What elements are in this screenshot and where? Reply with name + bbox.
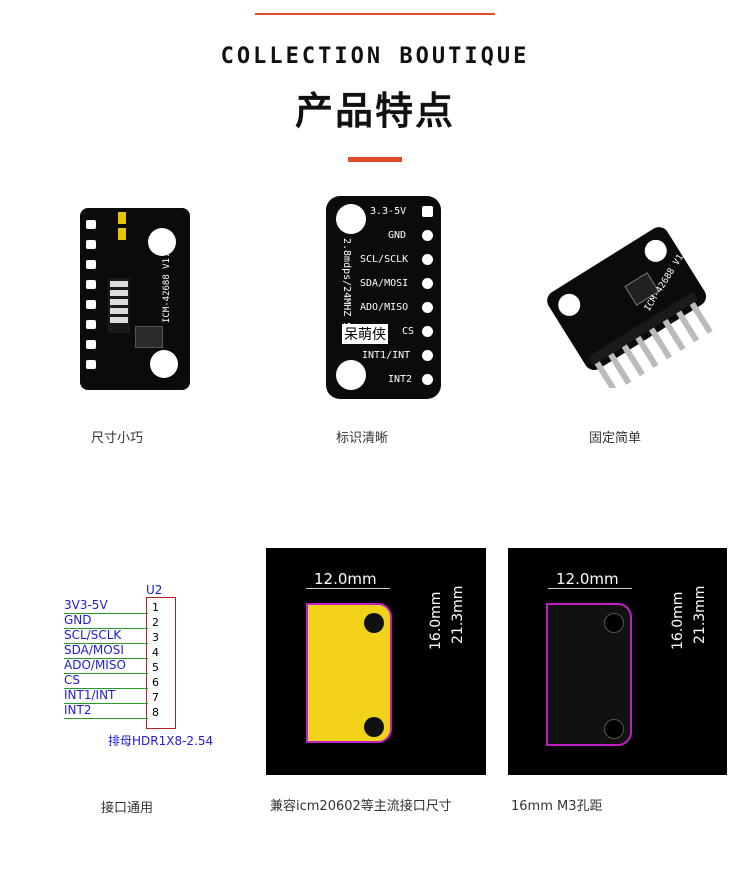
mount-hole	[336, 204, 366, 234]
capacitor	[118, 228, 126, 240]
board-3d-view: ICM-42688 V1.1	[535, 196, 715, 394]
pin-label: GND	[388, 230, 407, 241]
pin-label: SCL/SCLK	[360, 254, 409, 265]
net-label: GND	[64, 614, 148, 629]
sensor-chip	[135, 326, 163, 348]
pin-number: 6	[152, 676, 159, 689]
net-label: SDA/MOSI	[64, 644, 148, 659]
dim-width: 12.0mm	[314, 570, 377, 588]
pin-pad	[422, 230, 433, 241]
dim-length: 21.3mm	[692, 585, 708, 644]
accent-bar	[348, 157, 402, 162]
dim-length: 21.3mm	[450, 585, 466, 644]
dim-width: 12.0mm	[556, 570, 619, 588]
section-eyebrow: COLLECTION BOUTIQUE	[220, 44, 530, 69]
net-label: INT1/INT	[64, 689, 148, 704]
pin-pad	[86, 360, 96, 369]
schematic-ref: U2	[146, 583, 163, 597]
pin-pad	[86, 320, 96, 329]
dim-hole-spacing: 16.0mm	[428, 591, 444, 650]
feature-caption: 尺寸小巧	[91, 431, 144, 446]
pin-number: 7	[152, 691, 159, 704]
connector-schematic: U2 3V3-5V GND SCL/SCLK SDA/MOSI ADO/MISO…	[60, 583, 235, 748]
pin-pad	[86, 240, 96, 249]
feature-caption: 固定简单	[589, 431, 642, 446]
pin-pad	[86, 220, 96, 229]
pcb-layout-bottom: 12.0mm 16.0mm 21.3mm	[508, 548, 727, 775]
pin-number: 8	[152, 706, 159, 719]
net-label: CS	[64, 674, 148, 689]
pin-pad	[86, 300, 96, 309]
feature-caption: 接口通用	[101, 801, 154, 816]
pin-pad	[86, 280, 96, 289]
pin-number: 5	[152, 661, 159, 674]
pin-label: ADO/MISO	[360, 302, 409, 313]
connector-body	[146, 597, 176, 729]
pin-number: 1	[152, 601, 159, 614]
net-label: SCL/SCLK	[64, 629, 148, 644]
resistor-array	[108, 278, 130, 333]
mount-hole	[150, 350, 178, 378]
net-label: 3V3-5V	[64, 599, 148, 614]
pin-pad	[422, 326, 433, 337]
pin-pad	[86, 340, 96, 349]
capacitor	[118, 212, 126, 224]
board-label: ICM-42688 V1.1	[162, 247, 172, 323]
pcb-outline	[546, 603, 632, 746]
pin-pad	[422, 254, 433, 265]
pin-label: INT2	[388, 374, 413, 385]
dim-line	[548, 588, 632, 589]
pin-label: INT1/INT	[362, 350, 411, 361]
section-title: 产品特点	[294, 89, 455, 133]
dim-line	[306, 588, 390, 589]
part-number: 排母HDR1X8-2.54	[108, 734, 214, 748]
mount-hole	[148, 228, 176, 256]
pin-number-column: 1 2 3 4 5 6 7 8	[152, 601, 172, 721]
net-label: INT2	[64, 704, 148, 719]
pcb-outline	[306, 603, 392, 743]
top-rule	[255, 13, 495, 15]
pin-number: 3	[152, 631, 159, 644]
feature-caption: 兼容icm20602等主流接口尺寸	[270, 799, 452, 814]
feature-caption: 标识清晰	[336, 431, 389, 446]
pin-number: 4	[152, 646, 159, 659]
net-list: 3V3-5V GND SCL/SCLK SDA/MOSI ADO/MISO CS…	[64, 599, 148, 719]
board-pinout-view: 2.8mdps/24MHZ SPI 呆萌侠 3.3-5V GND SCL/SCL…	[326, 196, 441, 399]
pin-pad	[422, 302, 433, 313]
board-top-view: ICM-42688 V1.1	[80, 208, 190, 390]
pin-label: SDA/MOSI	[360, 278, 409, 289]
pin-pad	[422, 206, 433, 217]
pin-label: 3.3-5V	[370, 206, 407, 217]
pcb-layout-top: 12.0mm 16.0mm 21.3mm	[266, 548, 486, 775]
mount-hole	[336, 360, 366, 390]
dim-hole-spacing: 16.0mm	[670, 591, 686, 650]
pin-number: 2	[152, 616, 159, 629]
pin-pad	[422, 350, 433, 361]
feature-caption: 16mm M3孔距	[511, 799, 603, 814]
pin-pad	[422, 278, 433, 289]
pin-pad	[422, 374, 433, 385]
pin-label: CS	[402, 326, 415, 337]
pin-pad	[86, 260, 96, 269]
brand-logo: 呆萌侠	[342, 324, 388, 344]
net-label: ADO/MISO	[64, 659, 148, 674]
